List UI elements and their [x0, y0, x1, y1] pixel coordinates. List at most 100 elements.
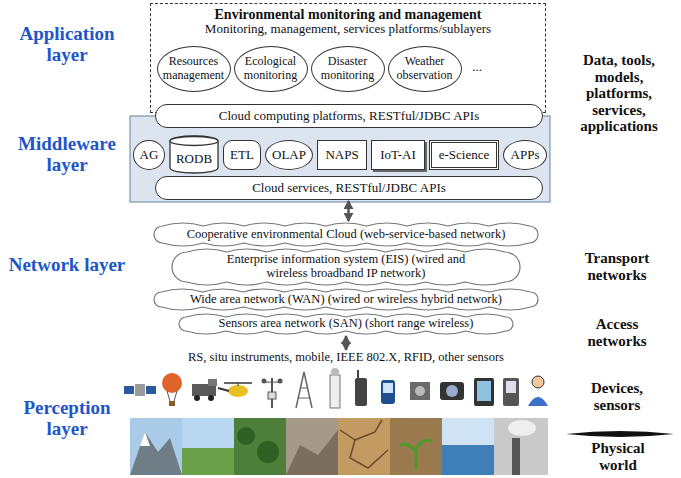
- balloon-icon: [162, 373, 182, 406]
- person-head: [532, 376, 544, 388]
- mast: [238, 383, 239, 386]
- satellite-body: [135, 384, 145, 396]
- node-text: Enterprise information system (EIS) (wir…: [224, 253, 468, 281]
- node-text: Disaster monitoring: [315, 55, 381, 81]
- node-subtext: Monitoring, management, services platfor…: [155, 22, 541, 36]
- network-cloud: Wide area network (WAN) (wired or wirele…: [150, 288, 542, 311]
- double-arrow: [345, 336, 348, 350]
- rope: [167, 391, 170, 401]
- layer-label: Application layer: [2, 24, 132, 66]
- pda-body: [503, 378, 519, 406]
- middleware-module: APPs: [503, 140, 547, 170]
- instrument-icon: [330, 368, 340, 408]
- layer-label: Network layer: [2, 255, 132, 276]
- node-text: ETL: [224, 148, 260, 162]
- sprout: [400, 440, 432, 470]
- mountain: [130, 432, 182, 475]
- shelter: [268, 392, 276, 399]
- side-label: Physical world: [572, 440, 664, 473]
- cloud-shape: [154, 223, 538, 246]
- grass-photo: [182, 418, 234, 475]
- node-text: OLAP: [266, 148, 312, 162]
- sea-photo: [442, 418, 494, 475]
- tablet-icon: [474, 378, 494, 406]
- node-text: APPs: [504, 148, 546, 162]
- middleware-module: ETL: [223, 140, 261, 170]
- node-text: e-Science: [432, 148, 496, 162]
- network-cloud: Sensors area network (SAN) (short range …: [175, 313, 517, 335]
- tower-frame: [296, 372, 312, 408]
- rock: [286, 430, 338, 475]
- instrument-body: [330, 375, 340, 408]
- middleware-module: NAPS: [317, 140, 367, 170]
- tower-brace: [298, 398, 310, 399]
- phone-screen: [383, 383, 393, 393]
- rope: [174, 391, 177, 401]
- satellite-icon: [124, 384, 156, 396]
- rock-photo: [286, 418, 338, 475]
- sensor-eye: [415, 386, 425, 396]
- tablet-body: [474, 378, 494, 406]
- application-frame: Environmental monitoring and managementM…: [150, 3, 546, 113]
- helicopter-icon: [218, 383, 252, 397]
- middleware-module: OLAP: [265, 140, 313, 170]
- grass: [182, 448, 234, 475]
- balloon: [162, 373, 182, 393]
- photo-strip: [130, 418, 548, 475]
- phone-icon: [381, 380, 395, 404]
- layer-label: Middleware layer: [2, 134, 132, 176]
- camera-icon: [440, 382, 464, 400]
- smoke: [508, 420, 536, 436]
- application-oval: Resources management: [157, 46, 231, 92]
- network-cloud: Enterprise information system (EIS) (wir…: [168, 248, 524, 286]
- side-label: Access networks: [567, 316, 667, 349]
- basket: [169, 401, 175, 406]
- middleware-panel: [130, 116, 550, 202]
- tree: [257, 441, 279, 463]
- node-text: Ecological monitoring: [238, 55, 304, 81]
- node-text: Cooperative environmental Cloud (web-ser…: [172, 228, 520, 242]
- person-icon: [528, 376, 548, 406]
- camera-lens: [446, 385, 458, 397]
- api-bar: Cloud services, RESTful/JDBC APIs: [155, 176, 543, 200]
- phone-body: [381, 380, 395, 404]
- bracket-mark: [566, 431, 674, 437]
- application-oval: Ecological monitoring: [234, 46, 308, 92]
- api-bar: Cloud computing platforms, RESTful/JDBC …: [155, 104, 543, 128]
- weather-station-icon: [262, 378, 283, 408]
- cylinder-top: [170, 137, 218, 146]
- side-label: Devices, sensors: [567, 380, 667, 413]
- cloud-shape: [154, 289, 538, 310]
- crack: [355, 420, 382, 440]
- node-text: RODB: [169, 152, 219, 166]
- sensor-body: [410, 382, 430, 400]
- node-text: NAPS: [318, 148, 366, 162]
- middleware-module: IoT-AI: [371, 140, 425, 170]
- node-text: Cloud computing platforms, RESTful/JDBC …: [168, 109, 530, 123]
- side-label: Data, tools, models, platforms, services…: [567, 52, 671, 135]
- cylinder-body: [170, 136, 218, 173]
- factory-photo: [494, 418, 548, 475]
- snow: [140, 432, 150, 446]
- instrument-top: [331, 368, 339, 376]
- node-text: Sensors area network (SAN) (short range …: [199, 317, 493, 331]
- tail: [218, 388, 229, 391]
- wheel: [194, 395, 200, 401]
- sensor-list: RS, situ instruments, mobile, IEEE 802.X…: [150, 351, 542, 365]
- database-cylinder: RODB: [169, 136, 219, 174]
- radio-body: [355, 378, 367, 406]
- cup: [262, 379, 267, 384]
- middleware-module: e-Science: [429, 140, 499, 170]
- pda-screen: [506, 381, 516, 393]
- cloud-shape: [179, 314, 513, 334]
- side-label: Transport networks: [567, 250, 667, 283]
- node-text: Environmental monitoring and management: [155, 7, 541, 22]
- sea: [442, 445, 494, 475]
- node-text: IoT-AI: [372, 148, 424, 162]
- layer-label: Perception layer: [2, 398, 132, 440]
- person-body: [528, 397, 548, 406]
- vehicle-icon: [192, 379, 217, 401]
- radio-icon: [355, 370, 367, 406]
- camera-body: [440, 382, 464, 400]
- double-arrow: [347, 201, 350, 221]
